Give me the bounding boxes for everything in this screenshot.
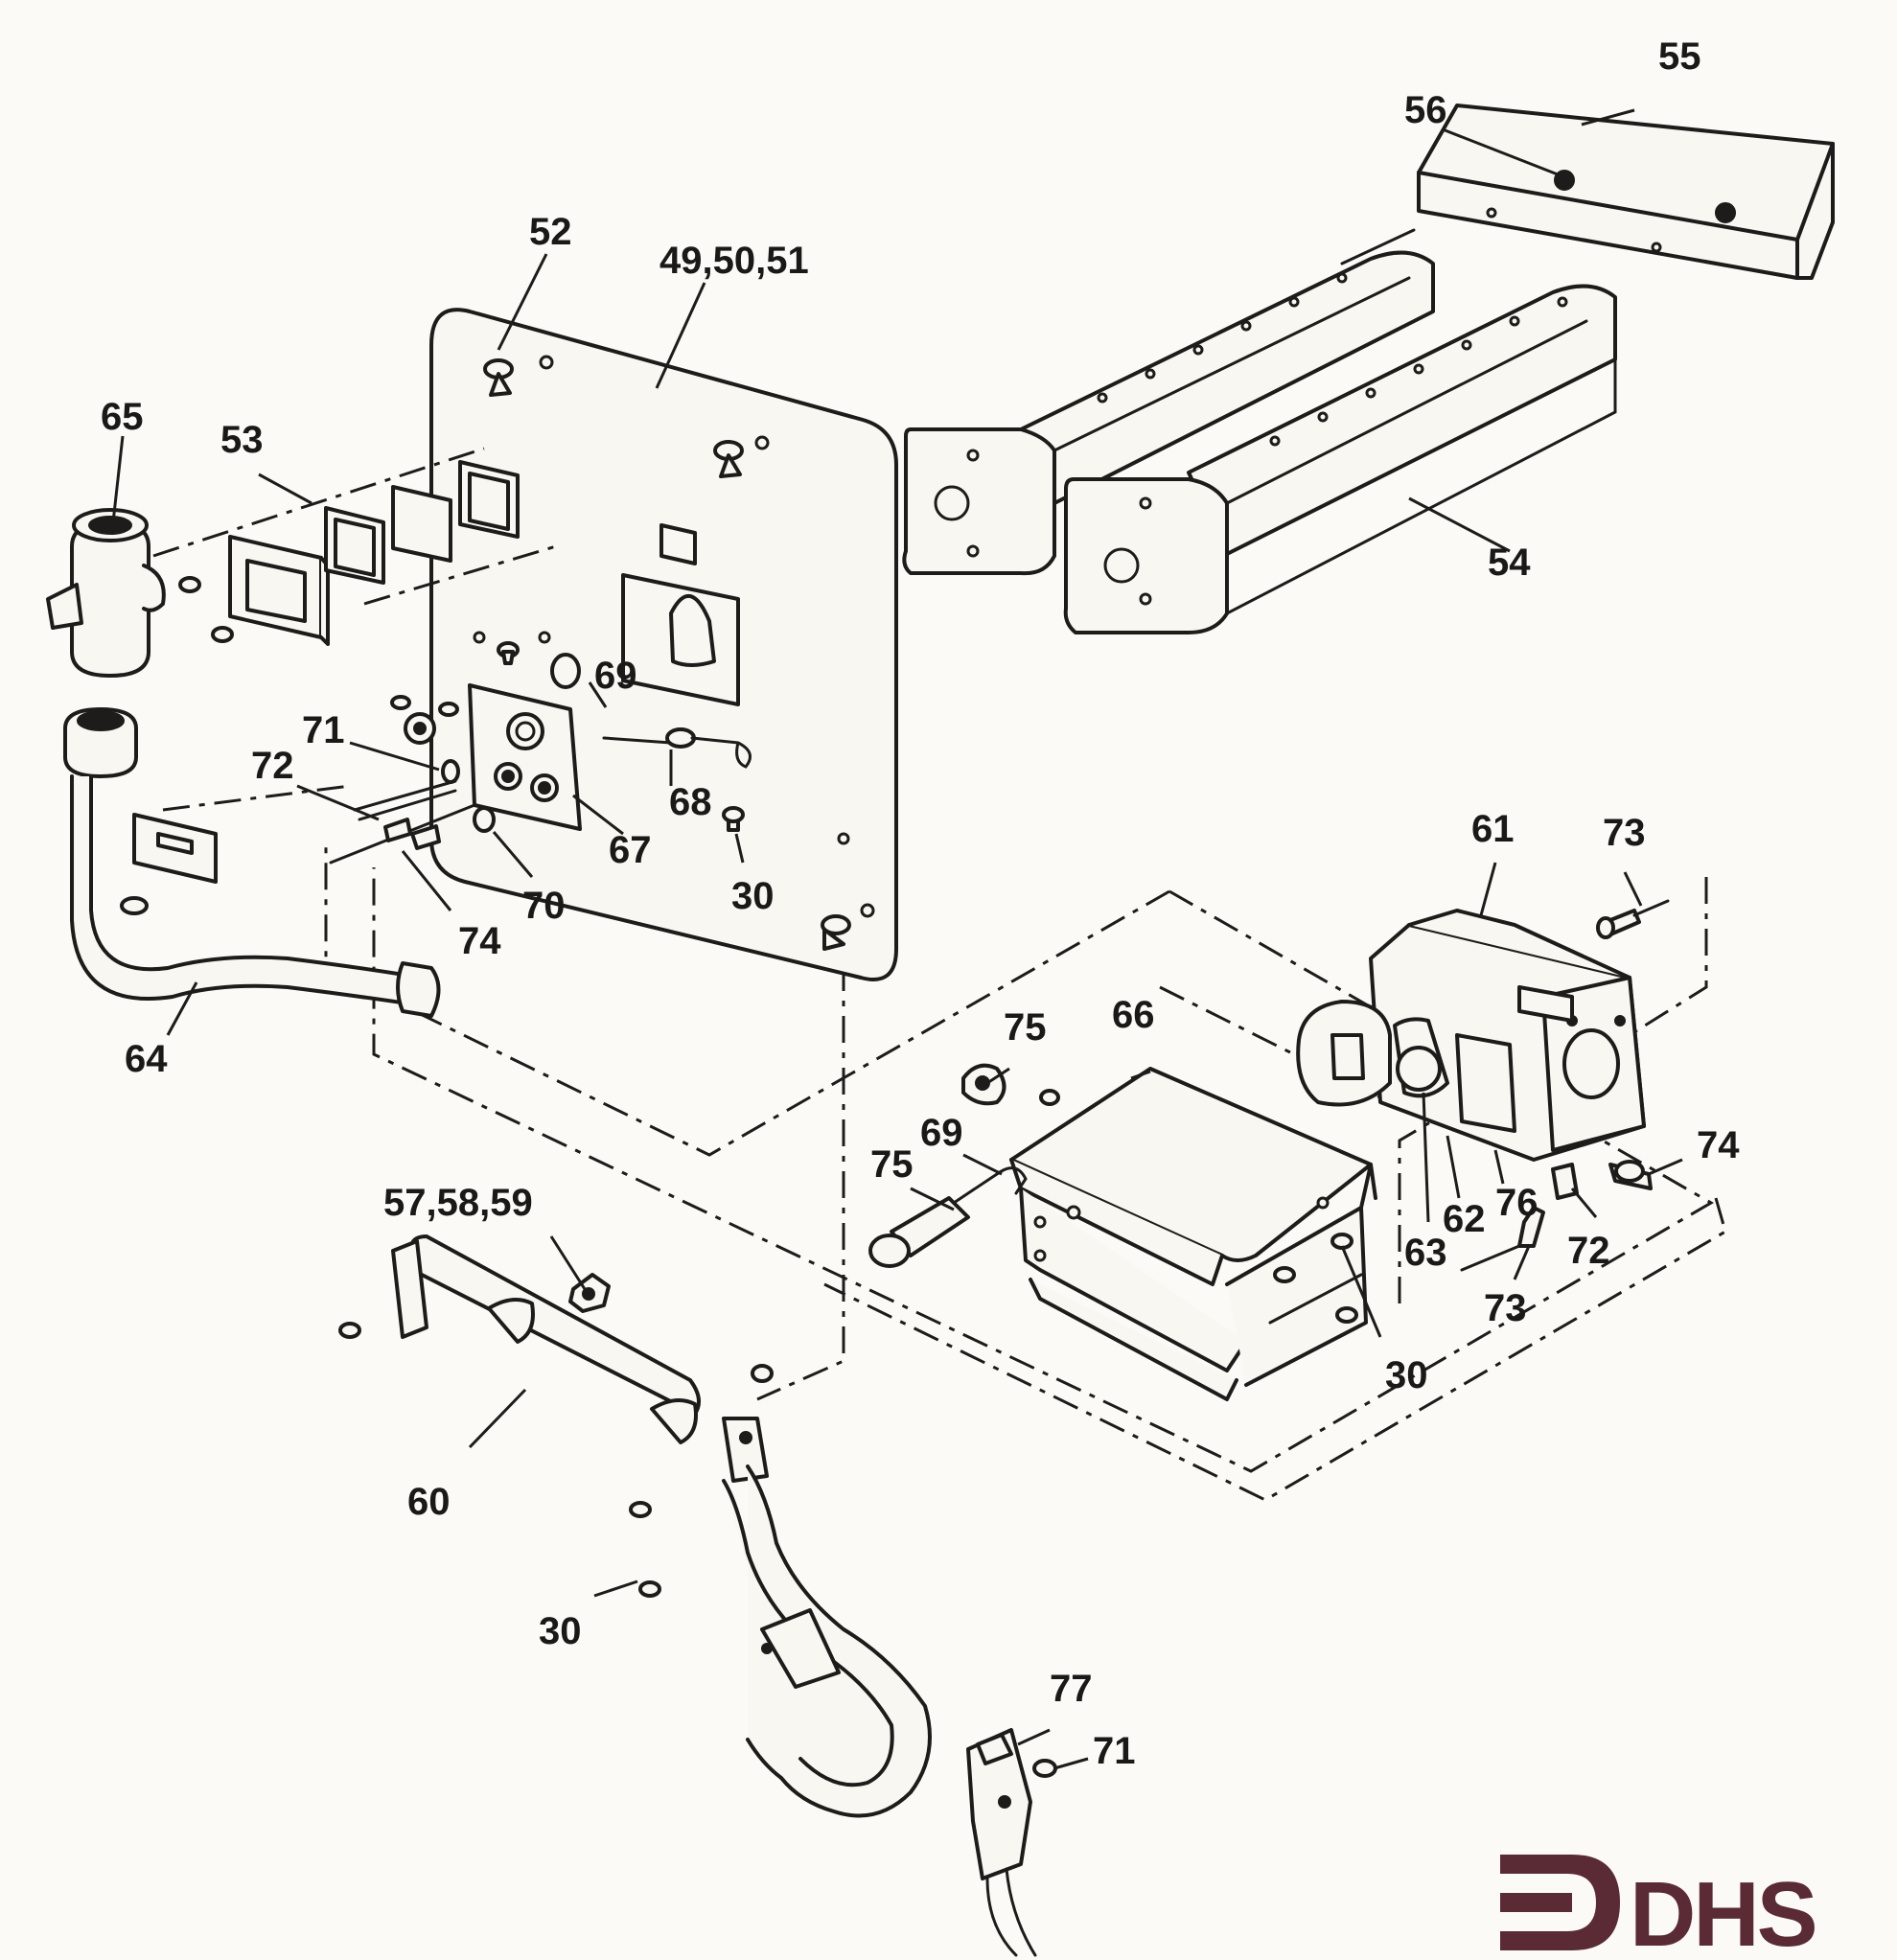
callout-72-top: 72 bbox=[251, 745, 294, 787]
callout-49-50-51: 49,50,51 bbox=[659, 240, 809, 282]
callout-74-left: 74 bbox=[458, 920, 501, 962]
dhs-logo-arrow-mark bbox=[1500, 1855, 1620, 1950]
control-box bbox=[1009, 1067, 1377, 1401]
callout-53: 53 bbox=[220, 419, 264, 461]
burner-tube-front bbox=[1063, 284, 1617, 634]
gas-control-valve bbox=[1296, 909, 1646, 1162]
screw-manifold-d bbox=[638, 1580, 661, 1598]
gas-pipe-lower bbox=[722, 1464, 932, 1818]
screw-box-d bbox=[1039, 1089, 1060, 1106]
callout-52: 52 bbox=[529, 211, 572, 253]
wing-nut-top-left bbox=[483, 358, 514, 397]
callout-72-right: 72 bbox=[1567, 1230, 1610, 1272]
callout-30-plate: 30 bbox=[731, 875, 775, 917]
screw-gasket-a bbox=[178, 576, 201, 593]
gas-pipe-upper bbox=[63, 707, 441, 1018]
screw-manifold-a bbox=[338, 1322, 361, 1339]
screw-manifold-c bbox=[629, 1501, 652, 1518]
leader-lines bbox=[111, 108, 1683, 1770]
igniter bbox=[868, 1063, 1028, 1268]
callout-numbers: 55 56 52 49,50,51 65 53 54 69 71 72 68 6… bbox=[101, 35, 1740, 1772]
callout-60: 60 bbox=[407, 1481, 451, 1523]
callout-71-lower: 71 bbox=[1093, 1730, 1136, 1772]
gas-fitting bbox=[46, 508, 166, 678]
callout-64: 64 bbox=[125, 1038, 168, 1080]
callout-74-right: 74 bbox=[1697, 1124, 1740, 1166]
callout-66: 66 bbox=[1112, 994, 1155, 1036]
callout-70: 70 bbox=[522, 885, 566, 927]
callout-68: 68 bbox=[669, 781, 712, 823]
burner-bracket bbox=[1340, 104, 1835, 280]
callout-56: 56 bbox=[1404, 89, 1447, 131]
manifold bbox=[338, 1234, 774, 1598]
callout-69-top: 69 bbox=[594, 655, 637, 697]
wing-nut-bottom-right bbox=[821, 914, 851, 951]
wing-nut-right bbox=[713, 440, 744, 478]
burner-plate bbox=[329, 308, 898, 981]
wire-connector bbox=[966, 1728, 1057, 1957]
callout-73-bottom: 73 bbox=[1484, 1287, 1527, 1329]
gasket-set bbox=[152, 447, 557, 646]
callout-77: 77 bbox=[1050, 1668, 1093, 1710]
callout-67: 67 bbox=[609, 829, 652, 871]
callout-71-top: 71 bbox=[302, 709, 345, 751]
right-fittings bbox=[1460, 899, 1670, 1272]
callout-73-top: 73 bbox=[1603, 812, 1646, 854]
callout-30-lower: 30 bbox=[539, 1610, 582, 1652]
callout-55: 55 bbox=[1658, 35, 1701, 78]
callout-61: 61 bbox=[1471, 808, 1515, 850]
callout-75-top: 75 bbox=[1004, 1006, 1047, 1049]
dhs-logo: DHS bbox=[1500, 1855, 1818, 1960]
screw-plate-b bbox=[390, 695, 411, 710]
screw-box-b bbox=[1330, 1233, 1353, 1250]
callout-75-bottom: 75 bbox=[870, 1143, 914, 1186]
screw-plate-c bbox=[438, 702, 459, 717]
callout-54: 54 bbox=[1488, 542, 1531, 584]
screw-plate-a bbox=[497, 641, 520, 665]
burner-port-holes bbox=[1097, 272, 1568, 447]
burner-tube-back bbox=[902, 250, 1435, 576]
callout-57-58-59: 57,58,59 bbox=[383, 1182, 533, 1224]
screw-box-c bbox=[1335, 1306, 1358, 1324]
callout-65: 65 bbox=[101, 396, 144, 438]
screw-manifold-b bbox=[751, 1364, 774, 1383]
callout-76: 76 bbox=[1495, 1182, 1538, 1224]
callout-63: 63 bbox=[1404, 1232, 1447, 1274]
callout-62: 62 bbox=[1443, 1198, 1486, 1240]
nut-57-58-59 bbox=[568, 1273, 611, 1313]
callout-69-bottom: 69 bbox=[920, 1112, 963, 1154]
screw-gasket-b bbox=[211, 626, 234, 643]
callout-30-box: 30 bbox=[1385, 1354, 1428, 1396]
dhs-logo-text: DHS bbox=[1630, 1863, 1816, 1960]
screw-box-a bbox=[1273, 1266, 1296, 1283]
